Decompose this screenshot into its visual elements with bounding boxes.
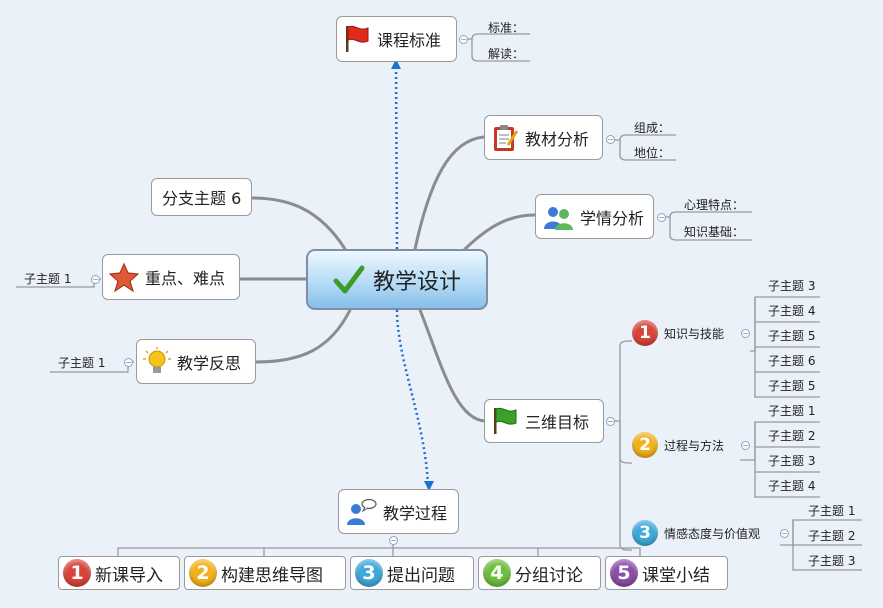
badge-3-icon: 3 <box>632 520 658 546</box>
sub-textbook-1[interactable]: 组成： <box>634 121 671 135</box>
sub-curriculum-1[interactable]: 标准： <box>488 21 525 35</box>
topic-branch6-label: 分支主题 6 <box>162 189 242 208</box>
collapse-curriculum[interactable]: − <box>459 35 468 44</box>
sub-goal1-5[interactable]: 子主题 5 <box>768 379 816 393</box>
green-flag-icon <box>491 406 519 436</box>
topic-reflection[interactable]: 教学反思 <box>136 339 256 384</box>
collapse-goal-1[interactable]: − <box>741 329 750 338</box>
goal-group-3-label: 情感态度与价值观 <box>664 526 761 541</box>
sub-textbook-2[interactable]: 地位： <box>634 146 671 160</box>
step-badge-1-icon: 1 <box>63 559 91 587</box>
collapse-process[interactable]: − <box>389 536 398 545</box>
goal-group-3[interactable]: 3 情感态度与价值观 <box>632 520 760 546</box>
sub-goal1-4[interactable]: 子主题 6 <box>768 354 816 368</box>
sub-curriculum-2[interactable]: 解读： <box>488 47 525 61</box>
collapse-goals[interactable]: − <box>606 417 615 426</box>
topic-keypoints-label: 重点、难点 <box>145 269 226 288</box>
topic-branch6[interactable]: 分支主题 6 <box>151 178 252 216</box>
sub-goal3-2[interactable]: 子主题 2 <box>808 529 856 543</box>
checkmark-icon <box>333 265 365 295</box>
process-step-4[interactable]: 4 分组讨论 <box>478 556 601 590</box>
goal-group-2[interactable]: 2 过程与方法 <box>632 432 724 458</box>
process-step-1[interactable]: 1 新课导入 <box>58 556 180 590</box>
red-flag-icon <box>343 24 371 54</box>
collapse-students[interactable]: − <box>657 213 666 222</box>
sub-reflection-1[interactable]: 子主题 1 <box>58 356 106 370</box>
connector-branch6 <box>250 196 347 251</box>
topic-curriculum[interactable]: 课程标准 <box>336 16 457 62</box>
process-step-4-label: 分组讨论 <box>515 565 583 586</box>
process-step-3[interactable]: 3 提出问题 <box>350 556 474 590</box>
collapse-reflection[interactable]: − <box>124 358 133 367</box>
collapse-textbook[interactable]: − <box>606 135 615 144</box>
collapse-goal-2[interactable]: − <box>741 441 750 450</box>
process-step-1-label: 新课导入 <box>95 565 163 586</box>
process-step-2-label: 构建思维导图 <box>221 565 323 586</box>
step-badge-5-icon: 5 <box>610 559 638 587</box>
people-icon <box>542 203 574 231</box>
process-step-5-label: 课堂小结 <box>642 565 710 586</box>
topic-process[interactable]: 教学过程 <box>338 489 459 534</box>
sub-goal1-1[interactable]: 子主题 3 <box>768 279 816 293</box>
central-topic[interactable]: 教学设计 <box>306 249 488 310</box>
sub-goal2-1[interactable]: 子主题 1 <box>768 404 816 418</box>
arrowhead-up <box>391 59 401 69</box>
goal-group-1-label: 知识与技能 <box>664 326 725 341</box>
sub-goal2-4[interactable]: 子主题 4 <box>768 479 816 493</box>
sub-students-2[interactable]: 知识基础： <box>684 225 745 239</box>
sub-goal2-2[interactable]: 子主题 2 <box>768 429 816 443</box>
topic-keypoints[interactable]: 重点、难点 <box>102 254 240 300</box>
process-step-2[interactable]: 2 构建思维导图 <box>184 556 346 590</box>
process-step-5[interactable]: 5 课堂小结 <box>605 556 728 590</box>
lightbulb-icon <box>143 346 171 377</box>
step-badge-2-icon: 2 <box>189 559 217 587</box>
sub-goal1-2[interactable]: 子主题 4 <box>768 304 816 318</box>
topic-reflection-label: 教学反思 <box>177 353 242 373</box>
step-badge-4-icon: 4 <box>483 559 511 587</box>
goal-group-1[interactable]: 1 知识与技能 <box>632 320 724 346</box>
topic-goals[interactable]: 三维目标 <box>484 399 604 443</box>
topic-textbook-label: 教材分析 <box>525 129 590 149</box>
arrowhead-down <box>424 481 434 491</box>
topic-students-label: 学情分析 <box>580 208 645 228</box>
sub-goal2-3[interactable]: 子主题 3 <box>768 454 816 468</box>
badge-2-icon: 2 <box>632 432 658 458</box>
collapse-keypoints[interactable]: − <box>91 275 100 284</box>
collapse-goal-3[interactable]: − <box>780 529 789 538</box>
relationship-to-process <box>395 309 430 486</box>
process-step-3-label: 提出问题 <box>387 565 455 586</box>
sub-goal1-3[interactable]: 子主题 5 <box>768 329 816 343</box>
connector-goals <box>418 308 487 423</box>
relationship-to-curriculum <box>394 65 399 250</box>
presenter-icon <box>345 498 377 526</box>
connector-students <box>463 213 537 251</box>
sub-goal3-1[interactable]: 子主题 1 <box>808 504 856 518</box>
goal-group-2-label: 过程与方法 <box>664 438 725 453</box>
star-icon <box>109 262 139 292</box>
topic-goals-label: 三维目标 <box>525 413 590 432</box>
step-badge-3-icon: 3 <box>355 559 383 587</box>
topic-students[interactable]: 学情分析 <box>535 194 654 239</box>
topic-curriculum-label: 课程标准 <box>377 31 442 50</box>
connector-reflection <box>254 308 352 364</box>
sub-goal3-3[interactable]: 子主题 3 <box>808 554 856 568</box>
badge-1-icon: 1 <box>632 320 658 346</box>
sub-students-1[interactable]: 心理特点： <box>684 198 745 212</box>
topic-process-label: 教学过程 <box>383 503 448 523</box>
topic-textbook[interactable]: 教材分析 <box>484 115 603 160</box>
central-topic-label: 教学设计 <box>372 269 461 295</box>
clipboard-icon <box>491 123 519 153</box>
connector-textbook <box>413 135 486 251</box>
sub-keypoints-1[interactable]: 子主题 1 <box>24 272 72 286</box>
